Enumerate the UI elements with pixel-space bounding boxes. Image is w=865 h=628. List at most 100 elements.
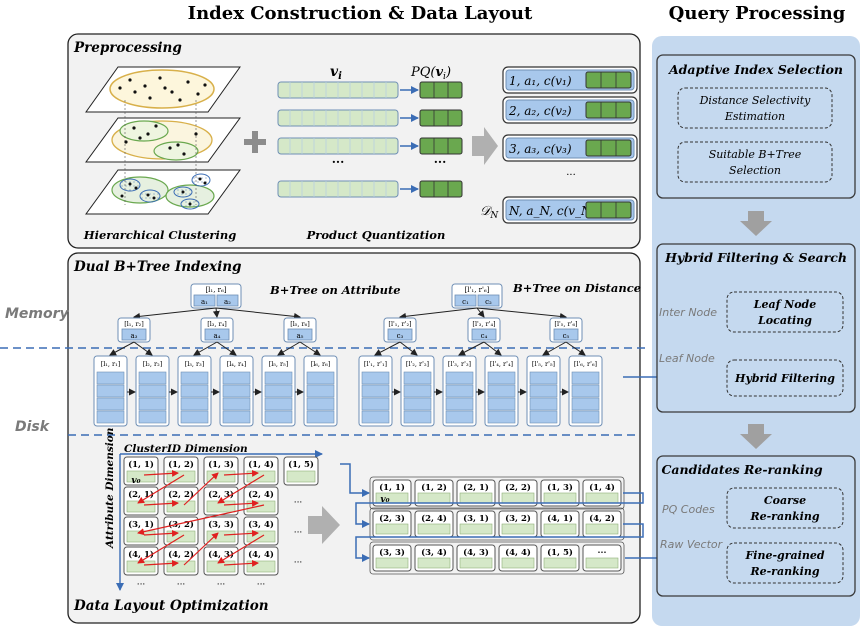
linear-cell: (1, 2) (414, 479, 454, 507)
inner-key-cell (287, 328, 313, 341)
leaf-cell (138, 410, 167, 424)
linear-cell-data (543, 492, 577, 504)
linear-cell-label: (1, 2) (421, 482, 447, 493)
leaf-cell (264, 397, 293, 411)
grid-cell-label: (1, 5) (288, 459, 314, 470)
root-key-cell (477, 294, 500, 307)
record-code (585, 101, 632, 119)
tree-edge (542, 341, 567, 356)
record-label: N, a_N, c(v_N) (508, 204, 597, 218)
grid-cell: (3, 1) (123, 516, 159, 546)
linear-cell-label: (2, 4) (421, 513, 447, 524)
zorder-arrows (137, 469, 265, 567)
record-item: 1, a₁, c(v₁) (502, 66, 638, 94)
linear-cell-label: (2, 1) (463, 482, 489, 493)
record-item: 3, a₃, c(v₃) (502, 134, 638, 162)
leaf-cell (264, 371, 293, 385)
zorder-arrow (223, 469, 259, 477)
adaptive-box2-line2: Selection (729, 164, 781, 177)
record-label: 3, a₃, c(v₃) (509, 142, 572, 156)
grid-cell-data (206, 560, 236, 573)
leaf-cell (445, 410, 474, 424)
grid-cell-label: (1, 3) (208, 459, 234, 470)
down-arrow-1-icon (740, 211, 772, 236)
linear-cell-data (375, 523, 409, 535)
cluster-dim-label: ClusterID Dimension (124, 443, 248, 455)
rerank-box1-line1: Coarse (764, 494, 806, 507)
tree-edge (133, 307, 217, 320)
record-list: 1, a₁, c(v₁)2, a₂, c(v₂)3, a₃, c(v₃)N, a… (502, 66, 638, 224)
tree-edge (458, 341, 485, 356)
vector-ellipsis: ··· (332, 155, 345, 169)
layout-title: Data Layout Optimization (73, 598, 269, 614)
grid-cell-label: (2, 1) (128, 489, 154, 500)
linear-cell-label: (1, 5) (547, 547, 573, 558)
leaf-cell (571, 397, 600, 411)
inner-key-cell (121, 328, 147, 341)
tree-edge (212, 307, 220, 318)
linear-row: (2, 3)(2, 4)(3, 1)(3, 2)(4, 1)(4, 2) (369, 507, 625, 541)
leaf-range: [l'₆, r'₆] (574, 360, 597, 368)
grid-cell-data (206, 530, 236, 543)
tree-edge (399, 341, 418, 356)
dist-leaf: [l'₂, r'₂] (400, 355, 443, 427)
inner-key: c₅ (563, 332, 570, 340)
root-key: c₁ (462, 298, 469, 306)
root-key-cell (454, 294, 477, 307)
rerank-title: Candidates Re-ranking (661, 462, 822, 477)
attr-inner-node: [l₃, r₄]a₄ (193, 307, 237, 356)
leaf-cell (403, 410, 432, 424)
zorder-arrow (223, 529, 259, 537)
grid-cell: (1, 5) (283, 456, 319, 486)
linear-cell: (3, 1) (456, 510, 496, 538)
leaf-cell (487, 410, 516, 424)
leaf-cell (264, 384, 293, 398)
grid-cell: (3, 4) (243, 516, 279, 546)
dist-leaf: [l'₁, r'₁] (358, 355, 401, 427)
root-range: [l₁, r₆] (205, 286, 226, 294)
tree-edge (109, 341, 135, 356)
grid-col-ellipsis: ··· (137, 580, 146, 590)
grid-cell-label: (1, 1) (128, 459, 154, 470)
root-key: c₂ (485, 298, 492, 306)
leaf-cell (96, 397, 125, 411)
code-bar (419, 180, 463, 198)
linear-cell-data (501, 523, 535, 535)
right-title: Query Processing (669, 3, 846, 24)
attr-leaf: [l₂, r₂] (135, 355, 178, 427)
zorder-arrow (217, 534, 265, 564)
indexing-title: Dual B+Tree Indexing (73, 259, 241, 275)
leaf-cell (487, 397, 516, 411)
linear-cell: (1, 3) (540, 479, 580, 507)
tree-edge (374, 341, 401, 356)
grid-cell-data (166, 500, 196, 513)
zorder-arrow (143, 529, 179, 537)
grid-cell-label: (2, 3) (208, 489, 234, 500)
leaf-cell (96, 371, 125, 385)
inner-key-cell (553, 328, 579, 341)
leaf-cell (487, 371, 516, 385)
leaf-cell (180, 397, 209, 411)
linear-cell-data (585, 523, 619, 535)
tree-edge (483, 341, 502, 356)
linear-cell-label: (1, 4) (589, 482, 615, 493)
leaf-range: [l₃, r₃] (185, 360, 205, 368)
adaptive-selection-section: Adaptive Index Selection Distance Select… (656, 54, 856, 199)
clustering-caption: Hierarchical Clustering (83, 228, 237, 242)
dist-leaf: [l'₃, r'₃] (442, 355, 485, 427)
leaf-cell (180, 384, 209, 398)
rerank-box2-line1: Fine-grained (744, 549, 824, 562)
grid-cell-data (126, 500, 156, 513)
grid-cell-label: (4, 3) (208, 549, 234, 560)
grid-row-ellipsis: ··· (294, 558, 303, 568)
zorder-arrow (183, 472, 219, 506)
pq-row (277, 180, 463, 198)
leaf-cell (529, 371, 558, 385)
adaptive-box1-line2: Estimation (724, 110, 785, 123)
linear-cell-label: (3, 4) (421, 547, 447, 558)
linear-cell-data (585, 557, 619, 569)
grid-cell-data (286, 470, 316, 483)
leaf-cell (361, 371, 390, 385)
